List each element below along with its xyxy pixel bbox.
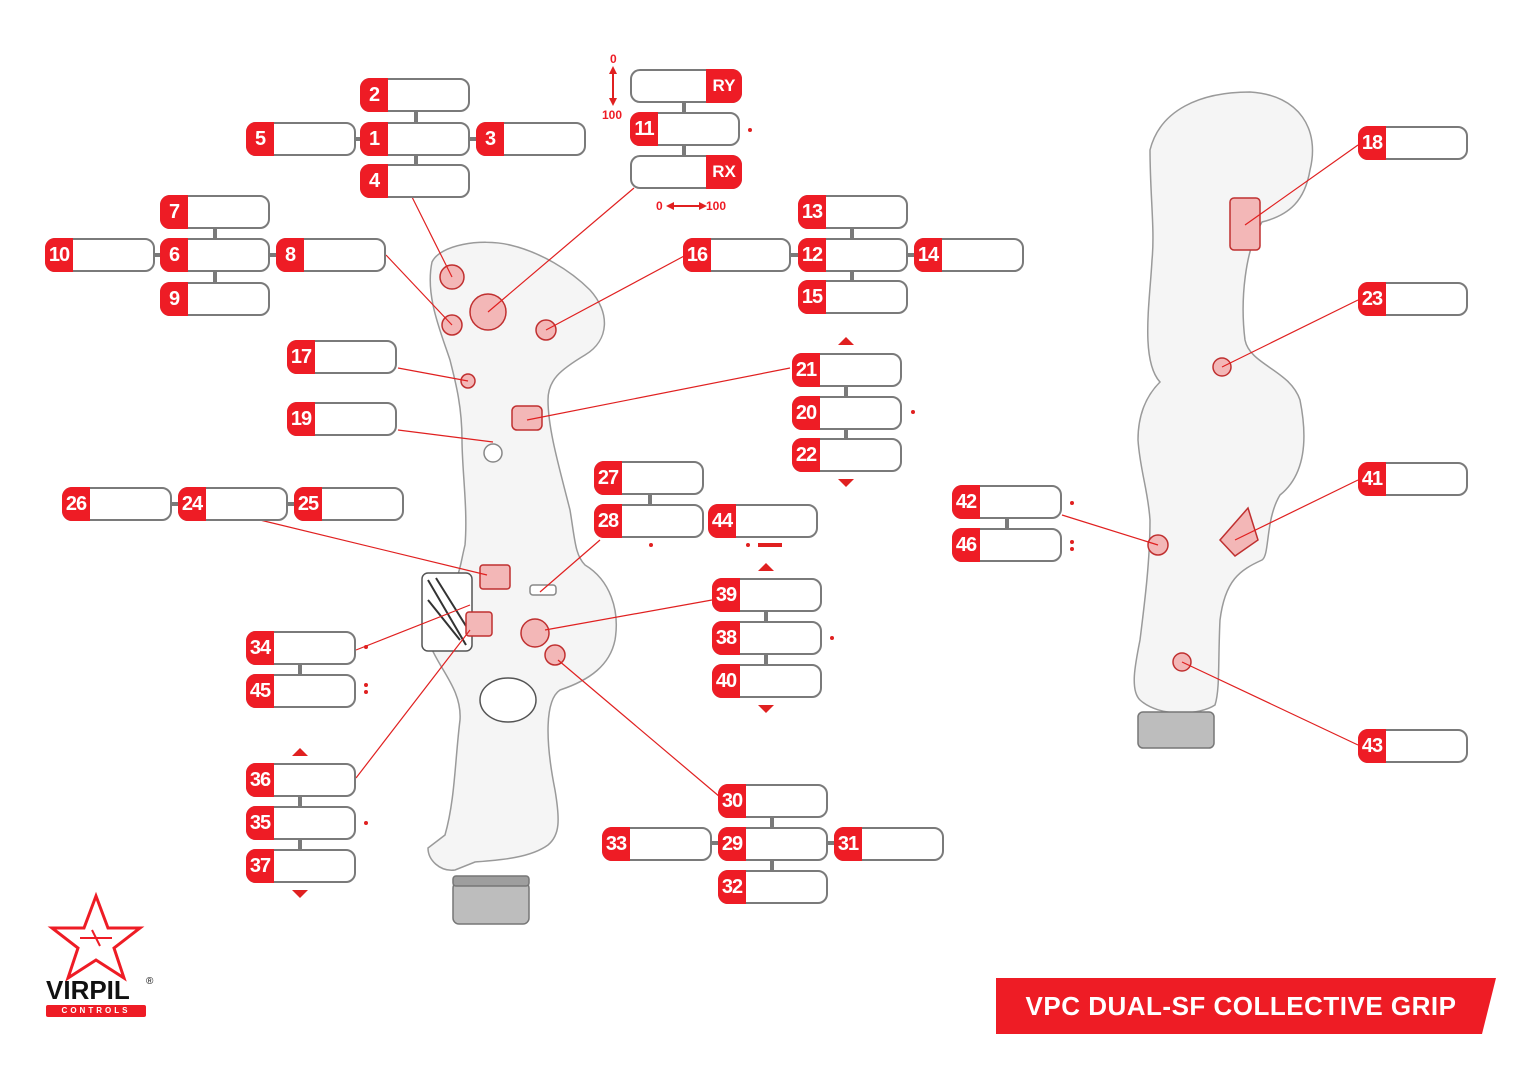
virpil-star-logo-icon bbox=[47, 891, 145, 982]
axis-ry-max: 100 bbox=[602, 108, 623, 122]
axis-rx-tag: RX bbox=[706, 155, 742, 189]
brand-reg-mark: ® bbox=[146, 976, 154, 987]
arrow-up-icon bbox=[838, 337, 854, 345]
button-8-badge: 8 bbox=[276, 238, 304, 272]
arrow-down-icon bbox=[758, 705, 774, 713]
leader-lines bbox=[259, 144, 1359, 798]
button-46-badge: 46 bbox=[952, 528, 980, 562]
button-10-badge: 10 bbox=[45, 238, 73, 272]
button-11-badge: 11 bbox=[630, 112, 658, 146]
button-14-badge: 14 bbox=[914, 238, 942, 272]
axis-ry-min: 0 bbox=[610, 52, 617, 66]
axis-rx-max: 100 bbox=[706, 199, 727, 213]
button-29-badge: 29 bbox=[718, 827, 746, 861]
button-19-badge: 19 bbox=[287, 402, 315, 436]
button-15-badge: 15 bbox=[798, 280, 826, 314]
button-22-badge: 22 bbox=[792, 438, 820, 472]
button-25-badge: 25 bbox=[294, 487, 322, 521]
button-12-badge: 12 bbox=[798, 238, 826, 272]
page-title: VPC DUAL-SF COLLECTIVE GRIP bbox=[1025, 990, 1457, 1021]
axis-ry-tag: RY bbox=[706, 69, 742, 103]
arrow-up-down-icon bbox=[609, 66, 617, 106]
button-27-badge: 27 bbox=[594, 461, 622, 495]
button-33-badge: 33 bbox=[602, 827, 630, 861]
side-grip bbox=[1133, 91, 1314, 749]
title-banner bbox=[996, 978, 1496, 1034]
button-43-badge: 43 bbox=[1358, 729, 1386, 763]
button-42-badge: 42 bbox=[952, 485, 980, 519]
arrow-left-right-icon bbox=[666, 202, 707, 210]
button-40-badge: 40 bbox=[712, 664, 740, 698]
button-32-badge: 32 bbox=[718, 870, 746, 904]
button-31-badge: 31 bbox=[834, 827, 862, 861]
arrow-down-icon bbox=[292, 890, 308, 898]
main-grip bbox=[421, 241, 617, 925]
main-grip-controls bbox=[439, 264, 566, 666]
button-16-badge: 16 bbox=[683, 238, 711, 272]
button-1-badge: 1 bbox=[360, 122, 388, 156]
button-44-badge: 44 bbox=[708, 504, 736, 538]
axis-rx-min: 0 bbox=[656, 199, 663, 213]
button-21-badge: 21 bbox=[792, 353, 820, 387]
direction-markers bbox=[292, 66, 1074, 898]
button-45-badge: 45 bbox=[246, 674, 274, 708]
brand-sub: CONTROLS bbox=[46, 1005, 146, 1017]
button-38-badge: 38 bbox=[712, 621, 740, 655]
button-7-badge: 7 bbox=[160, 195, 188, 229]
arrow-down-icon bbox=[838, 479, 854, 487]
button-17-badge: 17 bbox=[287, 340, 315, 374]
button-39-badge: 39 bbox=[712, 578, 740, 612]
button-35-badge: 35 bbox=[246, 806, 274, 840]
button-34-badge: 34 bbox=[246, 631, 274, 665]
button-20-badge: 20 bbox=[792, 396, 820, 430]
button-37-badge: 37 bbox=[246, 849, 274, 883]
button-5-badge: 5 bbox=[246, 122, 274, 156]
button-36-badge: 36 bbox=[246, 763, 274, 797]
button-30-badge: 30 bbox=[718, 784, 746, 818]
arrow-up-icon bbox=[758, 563, 774, 571]
button-23-badge: 23 bbox=[1358, 282, 1386, 316]
button-24-badge: 24 bbox=[178, 487, 206, 521]
button-26-badge: 26 bbox=[62, 487, 90, 521]
button-4-badge: 4 bbox=[360, 164, 388, 198]
arrow-up-icon bbox=[292, 748, 308, 756]
button-2-badge: 2 bbox=[360, 78, 388, 112]
box-connectors bbox=[155, 103, 1009, 870]
brand-name: VIRPIL bbox=[46, 975, 130, 1005]
button-18-badge: 18 bbox=[1358, 126, 1386, 160]
button-3-badge: 3 bbox=[476, 122, 504, 156]
button-9-badge: 9 bbox=[160, 282, 188, 316]
button-28-badge: 28 bbox=[594, 504, 622, 538]
button-6-badge: 6 bbox=[160, 238, 188, 272]
button-41-badge: 41 bbox=[1358, 462, 1386, 496]
button-13-badge: 13 bbox=[798, 195, 826, 229]
